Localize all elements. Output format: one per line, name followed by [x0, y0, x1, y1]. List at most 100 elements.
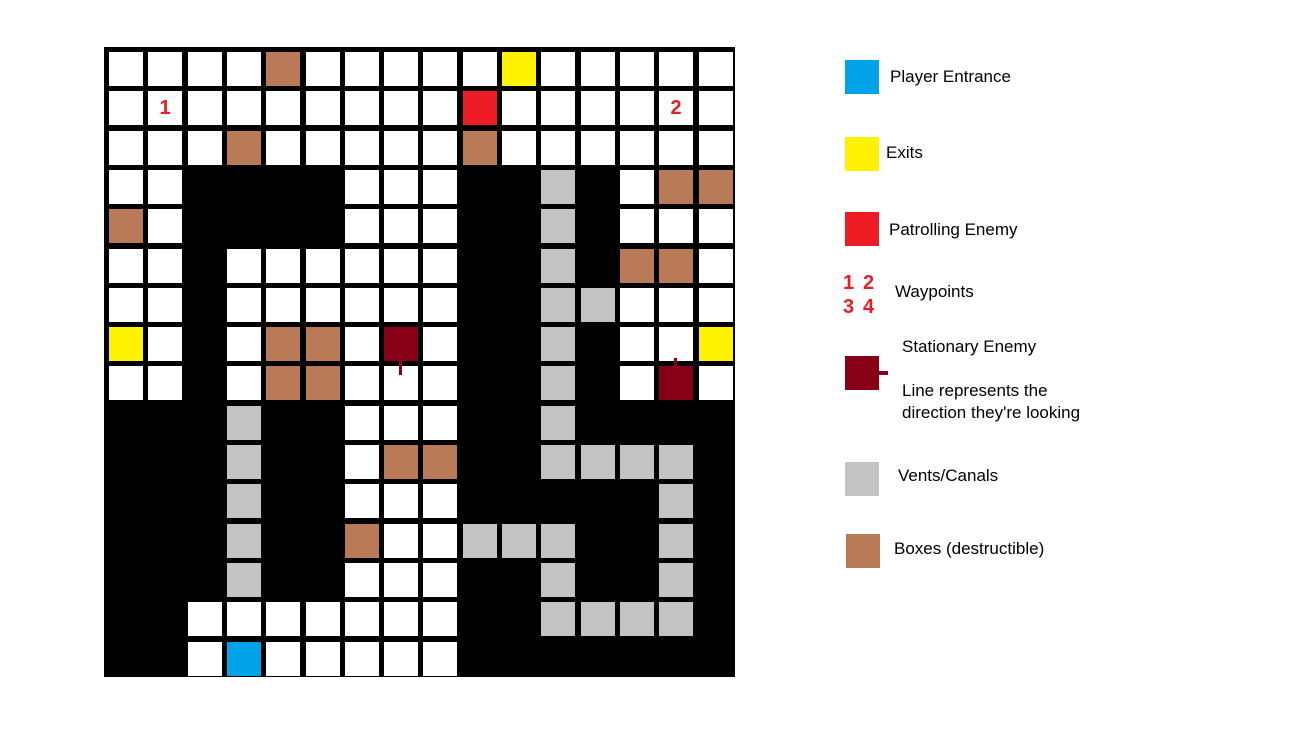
vent-tile [659, 445, 693, 479]
legend-waypoints-label: Waypoints [895, 282, 974, 301]
legend-box-label: Boxes (destructible) [894, 539, 1045, 558]
floor-tile [345, 406, 379, 440]
floor-tile [699, 288, 733, 322]
box-tile [463, 131, 497, 165]
floor-tile [148, 170, 182, 204]
legend-waypoint-number: 2 [863, 272, 875, 294]
floor-tile [266, 91, 300, 125]
floor-tile [620, 366, 654, 400]
legend-stationary-enemy-note: Line represents the [902, 381, 1048, 400]
vent-tile [541, 170, 575, 204]
floor-tile [148, 209, 182, 243]
vent-tile [227, 563, 261, 597]
enemy-sight-line [674, 358, 677, 366]
floor-tile [345, 563, 379, 597]
floor-tile [266, 602, 300, 636]
floor-tile [345, 366, 379, 400]
floor-tile [423, 406, 457, 440]
floor-tile [109, 249, 143, 283]
floor-tile [306, 288, 340, 322]
floor-tile [306, 642, 340, 676]
floor-tile [266, 288, 300, 322]
exit-tile [699, 327, 733, 361]
legend-stationary-enemy-note: direction they're looking [902, 403, 1081, 422]
box-tile [306, 366, 340, 400]
floor-tile [345, 642, 379, 676]
patrolling-enemy-tile [463, 91, 497, 125]
vent-tile [581, 288, 615, 322]
player-entrance-tile [227, 642, 261, 676]
vent-tile [541, 288, 575, 322]
vent-tile [659, 602, 693, 636]
floor-tile [345, 209, 379, 243]
floor-tile [423, 484, 457, 518]
floor-tile [384, 602, 418, 636]
floor-tile [109, 91, 143, 125]
vent-tile [541, 524, 575, 558]
floor-tile [423, 249, 457, 283]
floor-tile [384, 91, 418, 125]
floor-tile [659, 52, 693, 86]
floor-tile [384, 170, 418, 204]
vent-tile [227, 524, 261, 558]
floor-tile [188, 642, 222, 676]
exit-tile [109, 327, 143, 361]
box-tile [109, 209, 143, 243]
floor-tile [699, 249, 733, 283]
floor-tile [227, 327, 261, 361]
vent-tile [541, 327, 575, 361]
floor-tile [345, 288, 379, 322]
floor-tile [423, 327, 457, 361]
floor-tile [423, 602, 457, 636]
floor-tile [345, 484, 379, 518]
floor-tile [306, 52, 340, 86]
box-tile [345, 524, 379, 558]
floor-tile [423, 366, 457, 400]
floor-tile [659, 91, 693, 125]
box-tile [266, 366, 300, 400]
floor-tile [384, 406, 418, 440]
box-tile [659, 249, 693, 283]
vent-tile [541, 602, 575, 636]
box-tile [423, 445, 457, 479]
vent-tile [463, 524, 497, 558]
legend-vent-label: Vents/Canals [898, 466, 999, 485]
floor-tile [423, 170, 457, 204]
floor-tile [306, 249, 340, 283]
legend-vent-swatch [845, 462, 879, 496]
enemy-sight-line [399, 361, 402, 375]
floor-tile [423, 131, 457, 165]
floor-tile [227, 91, 261, 125]
floor-tile [306, 91, 340, 125]
floor-tile [423, 524, 457, 558]
legend-player-entrance-swatch [845, 60, 879, 94]
floor-tile [306, 131, 340, 165]
floor-tile [581, 52, 615, 86]
floor-tile [345, 52, 379, 86]
legend-player-entrance-label: Player Entrance [890, 67, 1011, 86]
box-tile [266, 52, 300, 86]
floor-tile [620, 209, 654, 243]
floor-tile [227, 52, 261, 86]
legend-stationary-enemy-label: Stationary Enemy [902, 337, 1037, 356]
legend-patrolling-enemy-swatch [845, 212, 879, 246]
floor-tile [148, 91, 182, 125]
floor-tile [423, 209, 457, 243]
floor-tile [384, 642, 418, 676]
box-tile [699, 170, 733, 204]
floor-tile [384, 288, 418, 322]
floor-tile [620, 131, 654, 165]
floor-tile [188, 52, 222, 86]
floor-tile [345, 91, 379, 125]
floor-tile [345, 602, 379, 636]
vent-tile [659, 524, 693, 558]
exit-tile [502, 52, 536, 86]
floor-tile [384, 209, 418, 243]
floor-tile [384, 524, 418, 558]
floor-tile [659, 131, 693, 165]
floor-tile [188, 91, 222, 125]
legend-exit-label: Exits [886, 143, 923, 162]
vent-tile [227, 406, 261, 440]
floor-tile [345, 249, 379, 283]
floor-tile [384, 52, 418, 86]
